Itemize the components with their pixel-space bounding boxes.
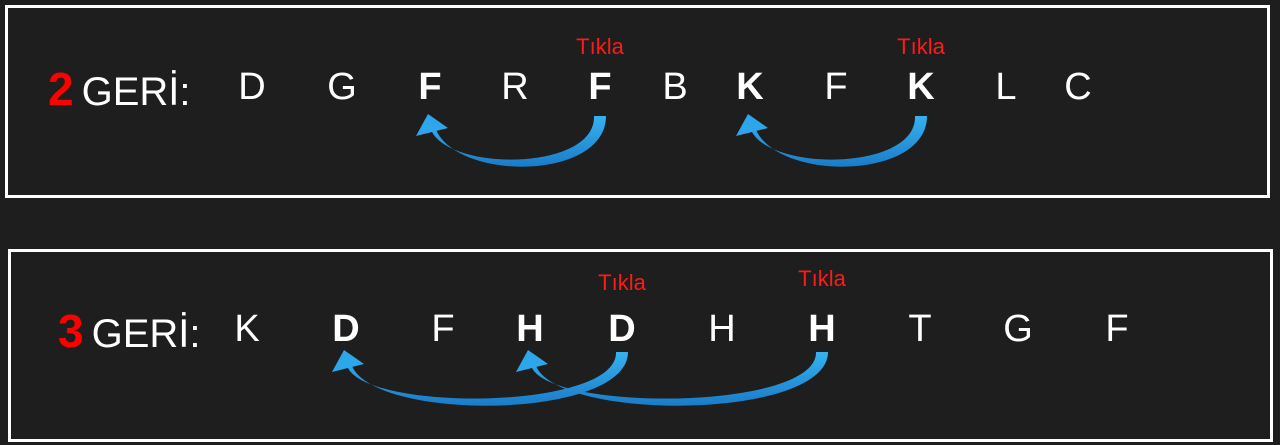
row-2-letter-2: G (327, 66, 357, 108)
row-2-letter-4: R (501, 66, 529, 108)
row-3-letter-8: T (908, 308, 932, 350)
row-3-label-text: GERİ: (91, 312, 201, 356)
row-3-letter-5: D (608, 308, 636, 350)
row-3-letter-1: K (234, 308, 260, 350)
row-2-back-panel (5, 5, 1270, 198)
row-2-letter-9: K (907, 66, 935, 108)
row-3-letter-9: G (1003, 308, 1033, 350)
row-2-click-label-1: Tıkla (576, 34, 624, 59)
row-3-back-panel (8, 249, 1273, 442)
row-2-letter-5: F (588, 66, 612, 108)
row-3-letter-7: H (808, 308, 836, 350)
row-2-letter-11: C (1064, 66, 1092, 108)
row-3-click-label-1: Tıkla (598, 270, 646, 295)
row-3-letter-10: F (1105, 308, 1129, 350)
row-2-letter-6: B (662, 66, 688, 108)
row-2-letter-7: K (736, 66, 764, 108)
row-2-letter-10: L (995, 66, 1017, 108)
row-2-letter-1: D (238, 66, 266, 108)
row-2-number: 2 (48, 63, 74, 115)
row-3-letter-6: H (708, 308, 736, 350)
row-3-letter-4: H (516, 308, 544, 350)
row-3-click-label-2: Tıkla (798, 266, 846, 291)
row-3-number: 3 (58, 305, 84, 357)
row-3-letter-2: D (332, 308, 360, 350)
row-2-click-label-2: Tıkla (897, 34, 945, 59)
row-3-letter-3: F (431, 308, 455, 350)
row-2-label-text: GERİ: (81, 70, 191, 114)
row-2-letter-3: F (418, 66, 442, 108)
row-2-letter-8: F (824, 66, 848, 108)
